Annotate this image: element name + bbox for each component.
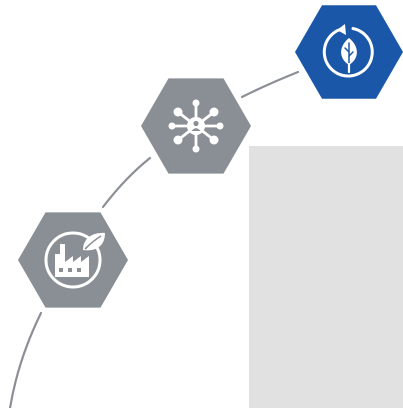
- connector-path: [8, 70, 300, 408]
- connector-segment-upper: [240, 70, 300, 99]
- leaf-cycle-icon: [322, 24, 374, 78]
- network-person-icon: [168, 99, 224, 153]
- step-node-leaf-cycle[interactable]: [295, 5, 403, 99]
- connector-segment-bottom: [8, 311, 43, 408]
- content-panel: [249, 146, 403, 408]
- factory-leaf-icon: [44, 231, 105, 289]
- step-node-factory[interactable]: [18, 212, 128, 308]
- connector-segment-lower: [101, 156, 152, 209]
- step-node-network[interactable]: [141, 78, 251, 174]
